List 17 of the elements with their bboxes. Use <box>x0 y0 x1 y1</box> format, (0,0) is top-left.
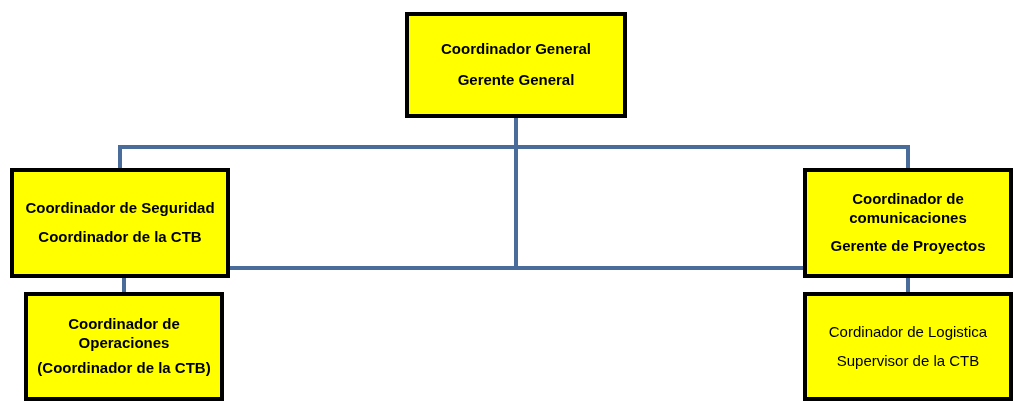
role-title: Gerente General <box>457 71 575 90</box>
role-title: Cordinador de Logistica <box>828 322 988 342</box>
role-title: Coordinador de Seguridad <box>25 199 215 218</box>
role-box <box>405 12 627 118</box>
role-title: Coordinador de Operaciones <box>67 315 181 353</box>
connector-line <box>122 278 126 292</box>
connector-line <box>906 278 910 292</box>
role-title: Gerente de Proyectos <box>830 237 986 257</box>
role-title: (Coordinador de la CTB) <box>37 358 211 378</box>
role-box <box>803 168 1013 278</box>
role-title: Coordinador de la CTB <box>38 228 202 247</box>
role-box <box>10 168 230 278</box>
role-title: Coordinador de comunicaciones <box>848 189 968 228</box>
role-title: Supervisor de la CTB <box>836 351 980 371</box>
role-box <box>24 292 224 401</box>
role-box <box>803 292 1013 401</box>
role-title: Coordinador General <box>441 40 591 59</box>
